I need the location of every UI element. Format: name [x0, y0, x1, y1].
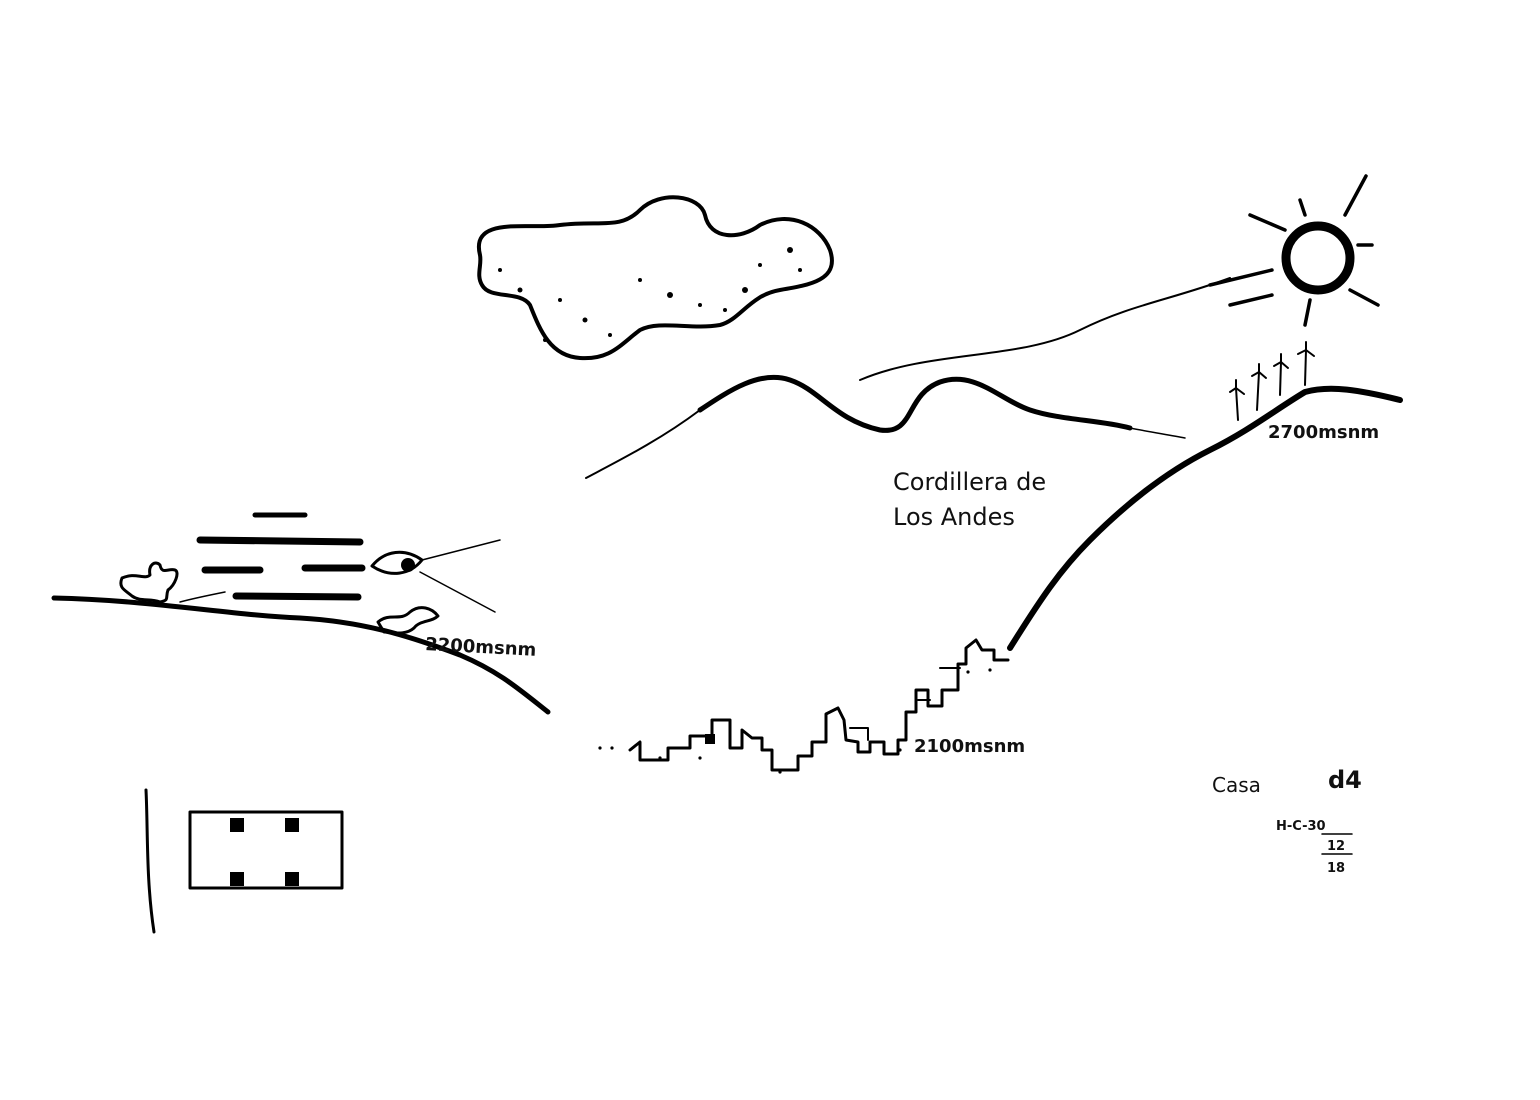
- mountain-ridge: [585, 374, 1186, 479]
- caption-number: d4: [1328, 766, 1362, 794]
- cordillera-label-line2: Los Andes: [893, 503, 1015, 531]
- right-slope: [1007, 385, 1403, 651]
- level-lines: [196, 512, 366, 601]
- eye-icon: [370, 539, 501, 613]
- date-line1: H-C-30: [1276, 819, 1326, 834]
- date-line3: 18: [1327, 861, 1345, 876]
- elevation-right-label: 2700msnm: [1268, 422, 1379, 443]
- left-hill: [51, 595, 551, 715]
- elevation-left-label: 2200msnm: [425, 634, 537, 661]
- sun-icon: [1208, 174, 1380, 327]
- house-plan: [144, 788, 344, 934]
- date-line2: 12: [1327, 839, 1345, 854]
- wind-turbine-icon: [1229, 341, 1315, 421]
- lizard-icon: [376, 606, 440, 635]
- city-skyline-icon: [598, 638, 1010, 774]
- cloud-icon: [476, 195, 834, 361]
- elevation-valley-label: 2100msnm: [914, 736, 1025, 757]
- cordillera-label-line1: Cordillera de: [893, 468, 1046, 496]
- caption-casa: Casa: [1212, 773, 1261, 797]
- cactus-icon: [119, 561, 226, 604]
